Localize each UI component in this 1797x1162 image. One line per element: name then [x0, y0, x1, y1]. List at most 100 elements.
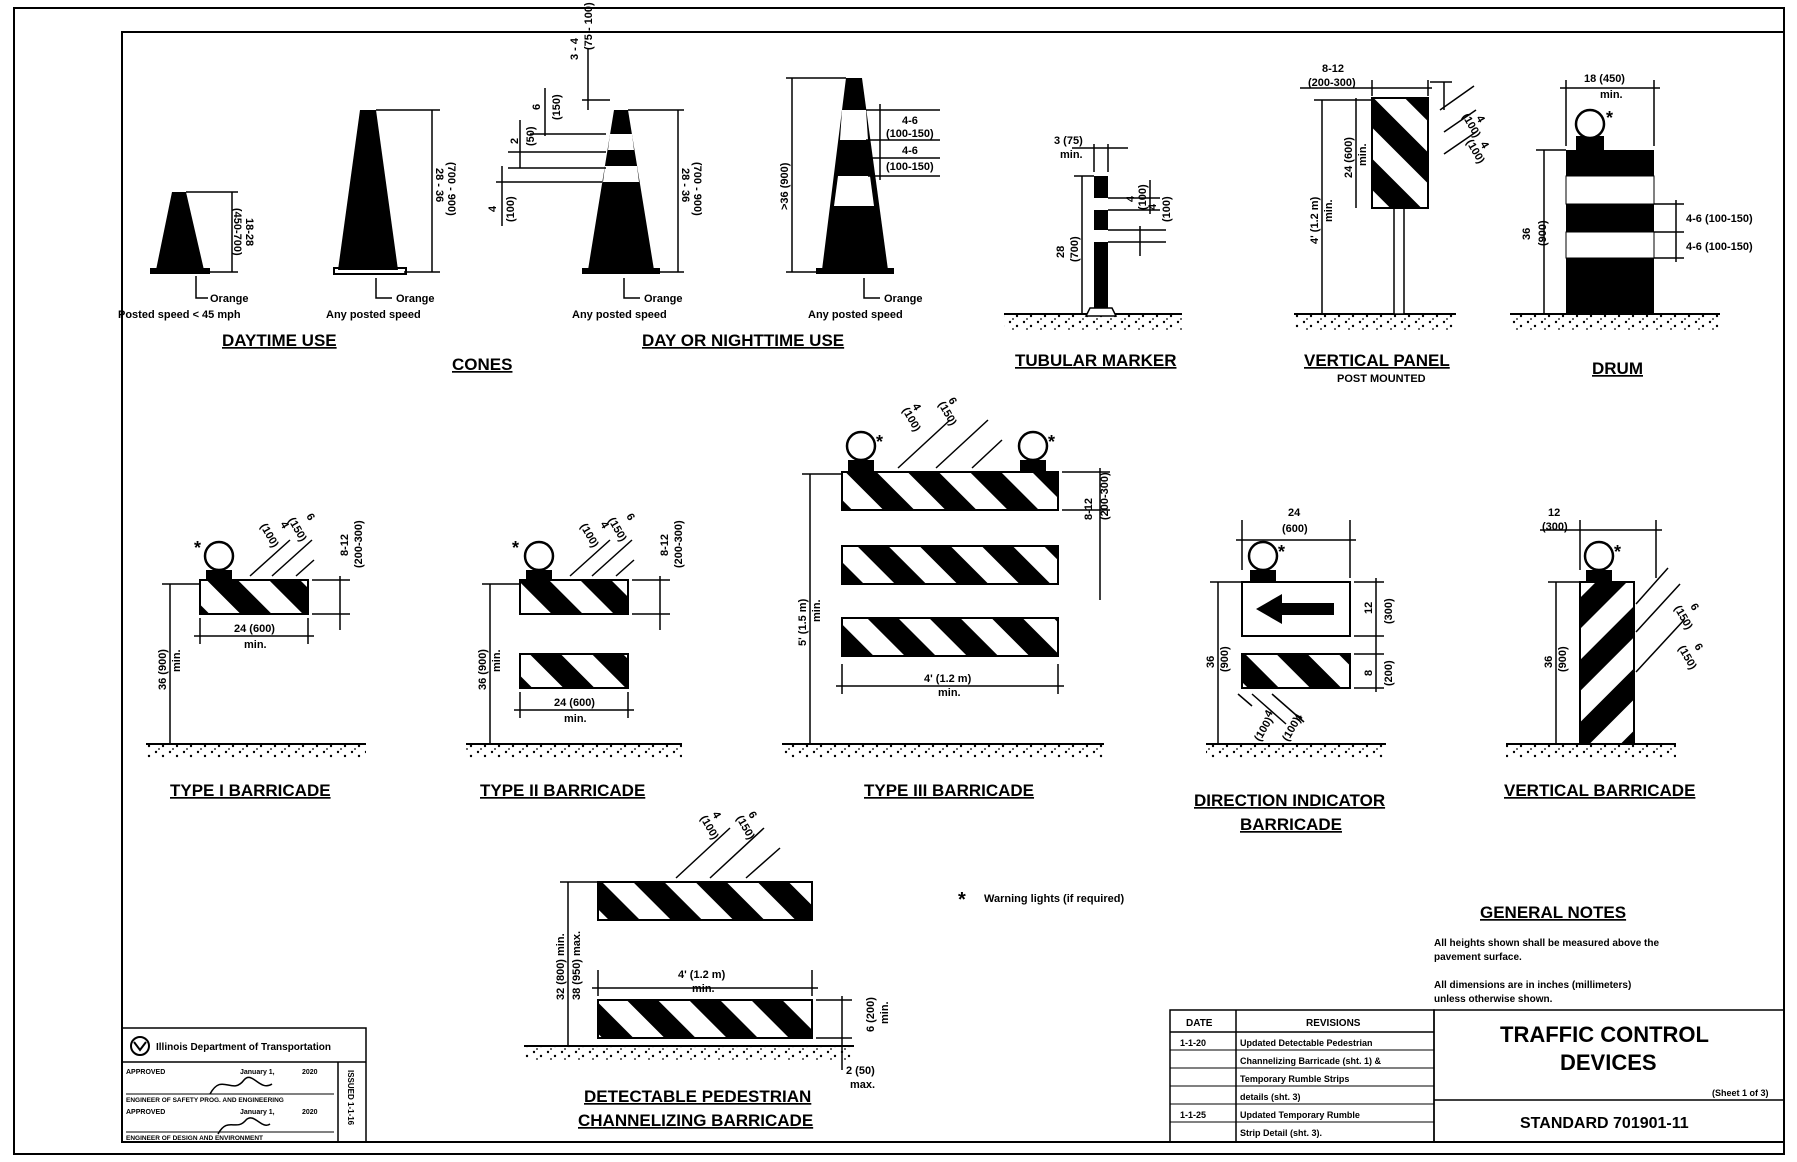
type1-height-min: min. [171, 649, 183, 672]
notes-line-4: All dimensions are in inches (millimeter… [1434, 980, 1631, 991]
direction-width-mm: (600) [1282, 523, 1308, 535]
type3-height-min: min. [811, 599, 823, 622]
vertical-panel-label: VERTICAL PANEL [1304, 351, 1450, 370]
revisions-table: DATE REVISIONS 1-1-20 Updated Detectable… [1169, 1009, 1435, 1143]
cone-banded-6: 6 [531, 104, 543, 110]
direction-sign-h: 12 [1363, 602, 1375, 614]
type3-rail-w-min: min. [938, 687, 961, 699]
signature-2 [217, 1117, 271, 1135]
vbarricade-light-star: * [1614, 542, 1621, 562]
cone-banded-4: 4 [487, 205, 499, 212]
drum-band1: 4-6 (100-150) [1686, 213, 1753, 225]
side-id: ISSUED 1-1-16 [346, 1070, 355, 1126]
vbarricade-height-mm: (900) [1557, 646, 1569, 672]
ped-stripe2: 6 [745, 810, 758, 821]
standard-number: STANDARD 701901-11 [1520, 1115, 1689, 1132]
cone-tall-band2: 4-6 [902, 145, 918, 157]
cone-small: 18-28 (450-700) Orange Posted speed < 45… [118, 191, 255, 321]
direction-arrow-icon [1256, 594, 1334, 624]
type3-rail-h: 8-12 [1083, 498, 1095, 520]
cone-tall: >36 (900) 4-6 (100-150) 4-6 (100-150) Or… [779, 77, 940, 321]
type2-barricade: * 36 (900) min. 24 (600) min. 8-12 (200-… [466, 512, 685, 758]
direction-warning-light [1247, 540, 1279, 572]
ped-rail-w: 4' (1.2 m) [678, 969, 726, 981]
type3-stripe2-mm: (150) [935, 400, 958, 429]
tubular-height-mm: (700) [1069, 236, 1081, 262]
type3-stripe2: 6 [945, 396, 958, 407]
ped-height: 32 (800) min. [555, 933, 567, 1000]
type1-warning-light [203, 540, 235, 572]
type1-stripe2: 6 [303, 512, 316, 523]
type3-barricade: * * 5' (1.5 m) min. 4' (1.2 m) min. 8-12… [782, 396, 1111, 758]
type2-rail-h-mm: (200-300) [673, 520, 685, 568]
pedestrian-label-line1: DETECTABLE PEDESTRIAN [584, 1087, 811, 1106]
direction-label-line2: BARRICADE [1240, 815, 1342, 834]
rev-row-2-text: Channelizing Barricade (sht. 1) & [1240, 1056, 1382, 1066]
type3-light-star-right: * [1048, 432, 1055, 452]
type2-stripe2: 6 [623, 512, 636, 523]
cone-tall-band2-mm: (100-150) [886, 161, 934, 173]
ped-bottom-max: max. [850, 1079, 875, 1091]
ped-rail-h: 6 (200) [865, 997, 877, 1032]
type1-rail-w: 24 (600) [234, 623, 275, 635]
type2-height: 36 (900) [477, 649, 489, 690]
type2-label: TYPE II BARRICADE [480, 781, 645, 800]
direction-height-mm: (900) [1219, 646, 1231, 672]
ped-rail-h-min: min. [879, 1001, 891, 1024]
drum-height-mm: (900) [1537, 220, 1549, 246]
direction-rail-h-mm: (200) [1383, 660, 1395, 686]
rev-row-1-text: Updated Detectable Pedestrian [1240, 1038, 1373, 1048]
title-line-2: DEVICES [1560, 1050, 1657, 1075]
type2-stripe1-mm: (100) [577, 522, 600, 551]
cone-large-dim: 28 - 36 [433, 168, 445, 202]
rev-header: REVISIONS [1306, 1018, 1361, 1029]
cone-large-caption: Any posted speed [326, 309, 421, 321]
legend-star: * [958, 889, 966, 911]
type2-height-min: min. [491, 649, 503, 672]
type2-rail-h: 8-12 [659, 534, 671, 556]
title-block: TRAFFIC CONTROL DEVICES (Sheet 1 of 3) S… [1433, 1009, 1785, 1143]
cone-banded-caption: Any posted speed [572, 309, 667, 321]
drum-width: 18 (450) [1584, 73, 1625, 85]
type2-light-star: * [512, 538, 519, 558]
type1-rail-w-min: min. [244, 639, 267, 651]
role-1: ENGINEER OF SAFETY PROG. AND ENGINEERING [126, 1097, 284, 1104]
drum-warning-light [1574, 108, 1606, 140]
vbarricade-stripe2: 6 [1691, 642, 1704, 653]
approved-date-1: January 1, [240, 1069, 275, 1076]
rev-row-6-text: Strip Detail (sht. 3). [1240, 1128, 1322, 1138]
direction-sign-h-mm: (300) [1383, 598, 1395, 624]
vbarricade-width-mm: (300) [1542, 521, 1568, 533]
type1-stripe1-mm: (100) [257, 522, 280, 551]
role-2: ENGINEER OF DESIGN AND ENVIRONMENT [126, 1135, 263, 1142]
type3-rail-w: 4' (1.2 m) [924, 673, 972, 685]
direction-indicator-barricade: * 24 (600) 36 (900) 12 (300) 8 (200) 4 (… [1205, 507, 1395, 758]
drum-label: DRUM [1592, 359, 1643, 378]
type1-label: TYPE I BARRICADE [170, 781, 331, 800]
vbarricade-warning-light [1583, 540, 1615, 572]
vbarricade-stripe1: 6 [1687, 602, 1700, 613]
type1-light-star: * [194, 538, 201, 558]
vpanel-width-mm: (200-300) [1308, 77, 1356, 89]
sheet-number: (Sheet 1 of 3) [1712, 1088, 1769, 1098]
cone-banded-6-mm: (150) [551, 94, 563, 120]
cone-banded-dim-mm: (700 - 900) [691, 162, 703, 216]
rev-date-header: DATE [1186, 1018, 1213, 1029]
vpanel-panel-h-min: min. [1357, 143, 1369, 166]
cone-tall-caption: Any posted speed [808, 309, 903, 321]
cone-small-dim: 18-28 [243, 218, 255, 246]
approved-date-2: January 1, [240, 1109, 275, 1116]
drum-height: 36 [1521, 228, 1533, 240]
rev-row-5-date: 1-1-25 [1180, 1110, 1206, 1120]
rev-row-1-date: 1-1-20 [1180, 1038, 1206, 1048]
vertical-barricade: * 12 (300) 36 (900) 6 (150) 6 (150) [1506, 507, 1705, 758]
cone-banded-top: 3 - 4 [569, 37, 581, 60]
drum: * 18 (450) min. 36 (900) 4-6 (100-150) 4… [1510, 73, 1753, 330]
general-notes-title: GENERAL NOTES [1480, 903, 1626, 922]
vpanel-width: 8-12 [1322, 63, 1344, 75]
tubular-band1: 4 [1125, 195, 1137, 202]
tubular-band1-mm: (100) [1137, 184, 1149, 210]
cone-banded-top-mm: (75 - 100) [583, 2, 595, 50]
type1-rail-h-mm: (200-300) [353, 520, 365, 568]
notes-line-2: pavement surface. [1434, 952, 1522, 963]
